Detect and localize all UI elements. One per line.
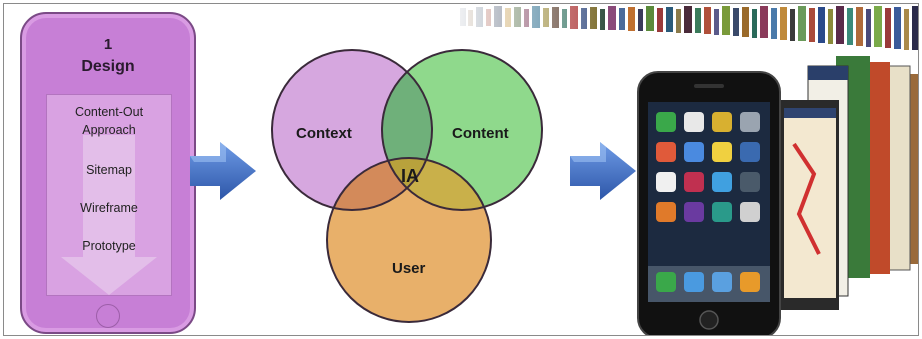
step-sitemap: Sitemap (86, 163, 132, 177)
venn-label-user: User (392, 260, 426, 277)
step-number: 1 (103, 36, 113, 53)
home-button-icon (96, 304, 120, 328)
design-screen: Content-Out Approach Sitemap Wireframe P… (46, 94, 172, 296)
venn-circles (271, 49, 543, 323)
design-title: Design (81, 58, 135, 75)
smartphone-screens-image: 200 (637, 56, 918, 335)
step-wireframe: Wireframe (80, 201, 138, 215)
right-arrow-icon (570, 142, 636, 200)
design-phone-card: 1 Design Content-Out Approach Sitemap Wi… (20, 12, 196, 334)
down-arrow-icon (61, 135, 157, 295)
step-approach: Approach (82, 123, 136, 137)
step-content-out: Content-Out (74, 105, 144, 119)
venn-diagram: Context Content User IA (262, 10, 562, 330)
diagram-frame: 1 Design Content-Out Approach Sitemap Wi… (3, 3, 919, 336)
step-prototype: Prototype (82, 239, 136, 253)
right-arrow-icon (190, 142, 256, 200)
venn-label-content: Content (452, 125, 509, 142)
venn-label-context: Context (296, 125, 352, 142)
bookshelf-image (440, 4, 918, 52)
venn-label-ia: IA (401, 166, 419, 186)
